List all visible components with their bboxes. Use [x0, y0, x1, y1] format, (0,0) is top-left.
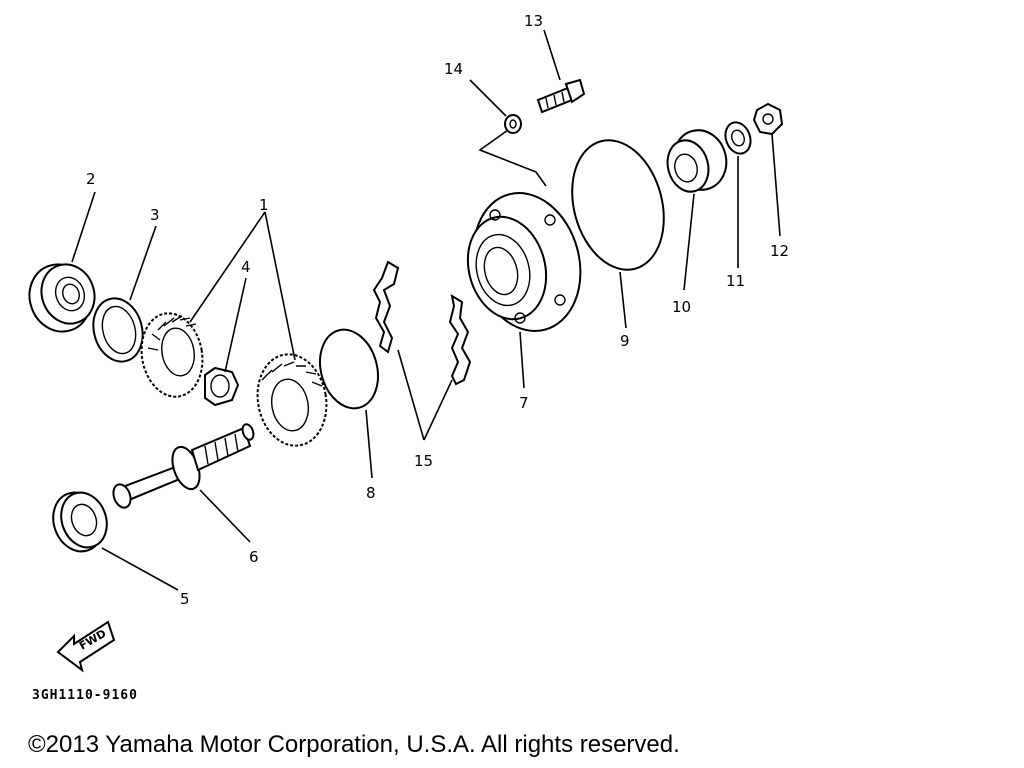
bolt-link-line: [478, 129, 547, 187]
callout-6: 6: [249, 548, 259, 566]
callout-1: 1: [259, 196, 269, 214]
part-12-nut: [752, 102, 784, 136]
leader-lines: [71, 29, 781, 591]
part-1-bevel-gear-right: [256, 353, 328, 447]
part-10-coupling: [666, 129, 728, 193]
fwd-arrow-icon: FWD: [56, 620, 116, 673]
callout-8: 8: [366, 484, 376, 502]
part-2-bearing: [28, 263, 96, 333]
part-6-shaft: [112, 423, 255, 509]
callout-labels: 1 2 3 4 5 6 7 8 9 10 11 12 13 14 15: [86, 12, 789, 608]
part-9-large-o-ring: [571, 139, 665, 271]
callout-11: 11: [726, 272, 745, 290]
part-14-washer: [504, 114, 522, 134]
diagram-code: 3GH1110-9160: [32, 688, 138, 703]
callout-2: 2: [86, 170, 96, 188]
part-5-bearing: [52, 491, 108, 553]
callout-4: 4: [241, 258, 251, 276]
callout-5: 5: [180, 590, 190, 608]
callout-12: 12: [770, 242, 789, 260]
callout-10: 10: [672, 298, 691, 316]
callout-15: 15: [414, 452, 433, 470]
callout-14: 14: [444, 60, 463, 78]
callout-13: 13: [524, 12, 543, 30]
callout-7: 7: [519, 394, 529, 412]
part-3-shim: [92, 297, 144, 363]
callout-9: 9: [620, 332, 630, 350]
part-8-o-ring: [319, 328, 379, 410]
part-4-nut: [204, 366, 240, 407]
part-15-clips: [372, 260, 472, 386]
part-11-washer: [724, 121, 752, 155]
part-13-bolt: [536, 78, 586, 114]
part-1-bevel-gear-left: [140, 312, 204, 398]
part-7-housing: [466, 192, 582, 332]
copyright-notice: ©2013 Yamaha Motor Corporation, U.S.A. A…: [28, 731, 680, 758]
callout-3: 3: [150, 206, 160, 224]
